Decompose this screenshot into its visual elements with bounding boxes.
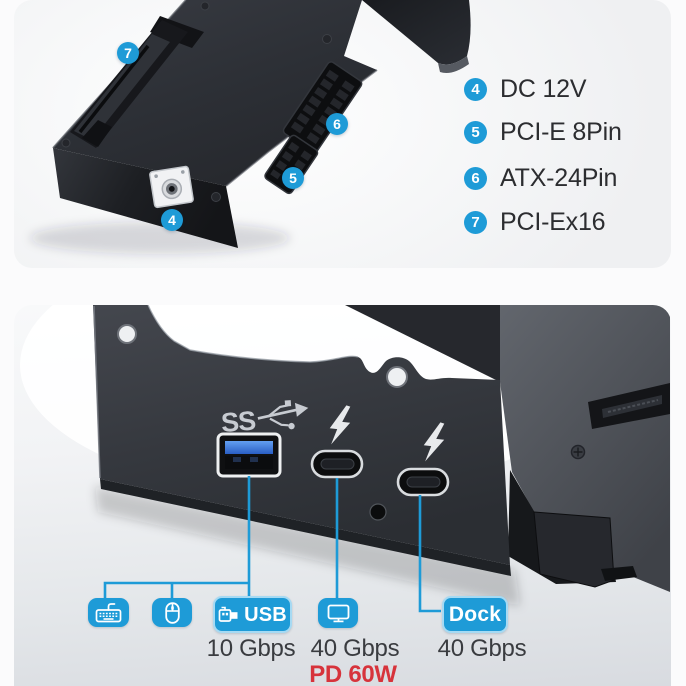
backplate-edge-highlight bbox=[438, 56, 469, 73]
bottom-panel-card: SS bbox=[14, 305, 671, 686]
chassis-back-wall bbox=[345, 305, 500, 382]
display-speed-label: 40 Gbps bbox=[310, 635, 400, 662]
display-badge bbox=[318, 598, 358, 628]
pcie-8pin-connector bbox=[264, 134, 319, 195]
legend-label-pcie8pin: PCI-E 8Pin bbox=[500, 117, 622, 146]
chassis-shadow bbox=[95, 486, 520, 606]
mouse-badge bbox=[152, 598, 192, 627]
legend-label-pciex16: PCI-Ex16 bbox=[500, 207, 606, 236]
top-panel-card: 7 6 5 4 4 DC 12V 5 PCI-E 8Pin 6 ATX-24Pi… bbox=[14, 0, 671, 268]
legend-number-5: 5 bbox=[464, 120, 487, 144]
usb-plug-icon bbox=[218, 606, 238, 622]
photo-badge-7: 7 bbox=[117, 42, 139, 64]
legend-label-dc12v: DC 12V bbox=[500, 74, 587, 103]
thunderbolt-port-1 bbox=[310, 449, 364, 479]
thunderbolt-icon bbox=[329, 405, 351, 445]
plate-cut-edge-highlight bbox=[147, 305, 359, 363]
legend-number-4: 4 bbox=[464, 77, 487, 101]
dock-speed-label: 40 Gbps bbox=[437, 635, 527, 662]
chassis-illustration: SS bbox=[20, 305, 670, 613]
photo-badge-5: 5 bbox=[282, 167, 304, 189]
plate-left-edge-highlight bbox=[93, 305, 101, 479]
legend-number-7: 7 bbox=[464, 210, 487, 234]
mouse-icon bbox=[164, 601, 180, 624]
photo-badge-4: 4 bbox=[161, 209, 183, 231]
wall-screw-icon bbox=[570, 444, 586, 460]
board-top-face bbox=[53, 0, 377, 186]
photo-badge-6: 6 bbox=[326, 113, 348, 135]
chassis-foot-tab bbox=[533, 511, 615, 588]
board-front-face bbox=[53, 148, 238, 248]
chassis-foot-small bbox=[601, 566, 637, 581]
edge-slot bbox=[588, 383, 670, 429]
legend-number-6: 6 bbox=[464, 166, 487, 190]
chassis-front-plate bbox=[93, 305, 510, 565]
legend-label-atx24pin: ATX-24Pin bbox=[500, 163, 618, 192]
mount-hole-right bbox=[386, 366, 408, 388]
legend-item-pciex16: 7 PCI-Ex16 bbox=[464, 207, 606, 236]
dock-callout-line bbox=[418, 495, 441, 613]
pd-power-label: PD 60W bbox=[309, 661, 397, 686]
callout-lines bbox=[103, 476, 441, 613]
usb-a-port bbox=[216, 432, 282, 478]
legend-item-dc12v: 4 DC 12V bbox=[464, 74, 587, 103]
dc-jack bbox=[149, 165, 194, 209]
usb-badge-label: USB bbox=[244, 603, 287, 626]
plate-bottom-fold bbox=[100, 479, 511, 576]
dock-board-illustration bbox=[30, 0, 471, 254]
mount-hole-left bbox=[117, 324, 137, 344]
dock-badge: Dock bbox=[442, 596, 508, 633]
legend-item-atx24pin: 6 ATX-24Pin bbox=[464, 163, 618, 192]
legend-item-pcie8pin: 5 PCI-E 8Pin bbox=[464, 117, 622, 146]
monitor-icon bbox=[327, 604, 349, 622]
usb-badge: USB bbox=[213, 596, 292, 633]
board-shadow bbox=[30, 222, 290, 254]
keyboard-badge bbox=[88, 598, 129, 627]
thunderbolt-port-2 bbox=[396, 467, 450, 497]
screws bbox=[61, 1, 332, 202]
pcie-x16-slot bbox=[70, 16, 204, 148]
keyboard-icon bbox=[95, 603, 122, 623]
dock-badge-label: Dock bbox=[448, 603, 502, 626]
branch-line-keyboard bbox=[103, 581, 249, 598]
usb-speed-label: 10 Gbps bbox=[206, 635, 296, 662]
backplate-panel bbox=[362, 0, 471, 65]
pinhole bbox=[369, 503, 387, 521]
